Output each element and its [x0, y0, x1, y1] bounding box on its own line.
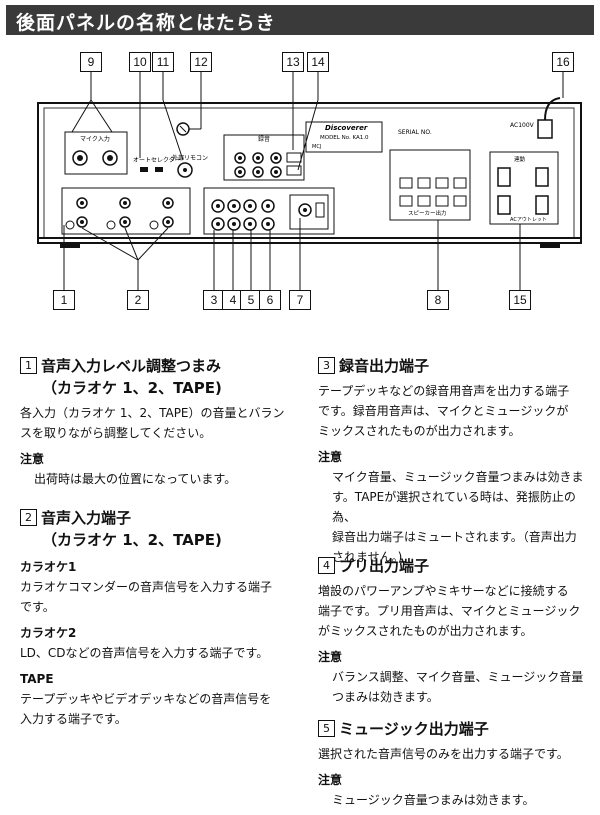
callout-8: 8 — [427, 290, 449, 310]
title-bar: 後面パネルの名称とはたらき — [6, 5, 594, 35]
callout-2: 2 — [127, 290, 149, 310]
section-3-title: 録音出力端子 — [339, 357, 430, 375]
svg-text:外部リモコン: 外部リモコン — [172, 154, 208, 162]
foot-left — [60, 243, 80, 248]
pre-music-output-block — [203, 187, 335, 235]
section-2-subtitle: （カラオケ 1、2、TAPE) — [42, 531, 222, 549]
svg-text:ACアウトレット: ACアウトレット — [510, 216, 547, 223]
section-2-title: 音声入力端子 — [41, 509, 132, 527]
svg-text:マイク入力: マイク入力 — [80, 135, 110, 143]
foot-right — [540, 243, 560, 248]
rear-panel-diagram: マイク入力 オートセレクター 外部リモコン 録音 Discove — [37, 69, 582, 290]
rec-jacks — [234, 152, 302, 178]
section-1-subtitle: （カラオケ 1、2、TAPE) — [42, 379, 222, 397]
svg-text:SERIAL NO.: SERIAL NO. — [398, 129, 432, 136]
callout-7: 7 — [289, 290, 311, 310]
leader-lines — [63, 69, 564, 290]
callout-13: 13 — [282, 52, 304, 72]
svg-text:スピーカー出力: スピーカー出力 — [408, 209, 447, 217]
callout-3: 3 — [203, 290, 225, 310]
callout-4: 4 — [222, 290, 244, 310]
model-plate — [305, 121, 383, 153]
callout-11: 11 — [152, 52, 174, 72]
section-4-title: プリ出力端子 — [339, 557, 430, 575]
callout-6: 6 — [259, 290, 281, 310]
mic-jack-a — [72, 150, 88, 166]
svg-text:オートセレクター: オートセレクター — [133, 156, 181, 164]
speaker-terminal-block — [389, 149, 471, 221]
sub-output-block — [289, 194, 329, 230]
section-1-title: 音声入力レベル調整つまみ — [41, 357, 222, 375]
rec-output-block — [223, 134, 305, 181]
section-5-title: ミュージック出力端子 — [339, 720, 489, 738]
pre-music-jacks — [211, 199, 275, 231]
callout-5: 5 — [240, 290, 262, 310]
audio-input-block — [61, 187, 191, 235]
note-label: 注意 — [20, 452, 45, 466]
remote-jack — [177, 162, 193, 178]
speaker-terminals — [399, 177, 467, 207]
callout-9: 9 — [80, 52, 102, 72]
svg-text:連動: 連動 — [514, 155, 526, 163]
mic-jack-b — [102, 150, 118, 166]
callout-16: 16 — [552, 52, 574, 72]
svg-text:MODEL No. KA1.0: MODEL No. KA1.0 — [320, 135, 369, 141]
page-title: 後面パネルの名称とはたらき — [16, 12, 276, 34]
ac-outlet-block — [489, 151, 559, 225]
callout-12: 12 — [190, 52, 212, 72]
callout-14: 14 — [307, 52, 329, 72]
svg-text:録音: 録音 — [258, 135, 270, 143]
audio-input-jacks — [65, 197, 174, 230]
callout-10: 10 — [129, 52, 151, 72]
callout-1: 1 — [53, 290, 75, 310]
callout-15: 15 — [509, 290, 531, 310]
ac-cord — [544, 97, 561, 121]
svg-text:MCJ: MCJ — [312, 144, 321, 150]
mic-input-block — [64, 131, 128, 175]
svg-text:Discoverer: Discoverer — [325, 124, 368, 132]
svg-text:AC100V: AC100V — [510, 122, 535, 129]
